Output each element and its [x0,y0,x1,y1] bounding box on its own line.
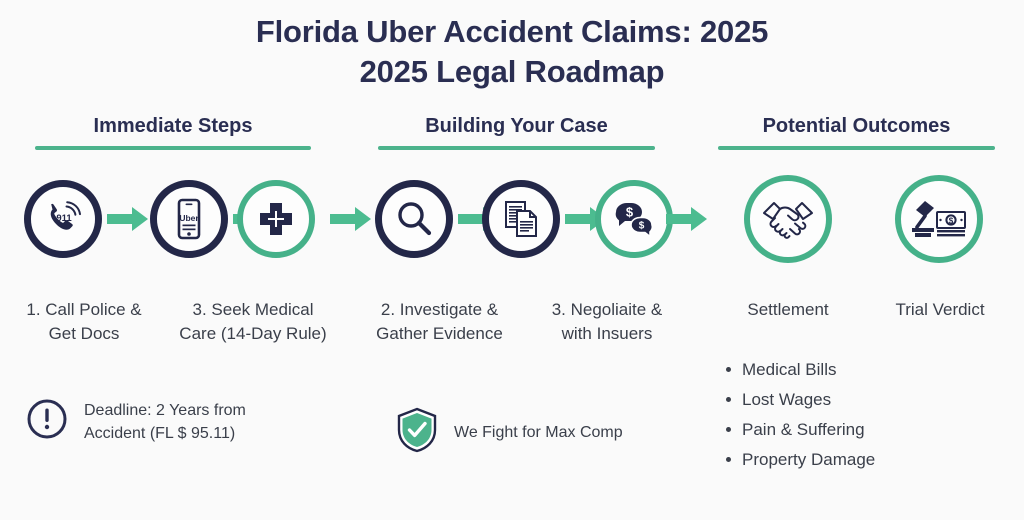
flow-node-gather-evidence[interactable] [482,180,560,258]
svg-text:$: $ [949,217,954,226]
section-underline [35,146,311,150]
bullet-label: Medical Bills [742,360,837,379]
list-item: Pain & Suffering [726,415,1006,445]
arrow-right-icon [666,207,707,231]
caption-line: Gather Evidence [376,324,503,343]
outcome-caption-trial-verdict: Trial Verdict [895,300,985,319]
deadline-line-1: Deadline: 2 Years from [84,401,246,419]
arrow-right-icon [107,207,148,231]
caption-line: 2. Investigate & [380,300,499,319]
flow-node-negotiate[interactable]: $ $ [595,180,673,258]
title-line-1: Florida Uber Accident Claims: 2025 [255,14,769,49]
flow-arrow-1 [107,206,149,232]
caption-line: Care (14-Day Rule) [179,324,327,343]
list-item: Medical Bills [726,355,1006,385]
deadline-note-text: Deadline: 2 Years from Accident (FL $ 95… [84,399,246,445]
svg-text:Uber: Uber [179,213,199,223]
svg-text:911: 911 [56,213,72,224]
svg-text:$: $ [626,205,634,220]
caption-line: Get Docs [48,324,120,343]
documents-icon [505,201,537,237]
section-header-building-your-case: Building Your Case [378,113,655,150]
handshake-icon [763,202,813,239]
svg-text:$: $ [639,221,645,232]
shield-check-icon [396,407,438,458]
section-header-label: Building Your Case [425,115,608,137]
medical-cross-icon [260,203,292,235]
promise-text: We Fight for Max Comp [454,424,623,441]
caption-line: 3. Seek Medical [192,300,314,319]
flow-node-trial-verdict[interactable]: $ [895,175,983,263]
deadline-note: Deadline: 2 Years from Accident (FL $ 95… [26,398,246,445]
bullet-dot-icon [726,366,731,372]
page-title: Florida Uber Accident Claims: 2025 2025 … [0,12,1024,92]
list-item: Lost Wages [726,385,1006,415]
section-header-label: Immediate Steps [93,115,253,137]
flow-node-settlement[interactable] [744,175,832,263]
promise-note-text: We Fight for Max Comp [454,421,623,444]
list-item: Property Damage [726,445,1006,475]
caption-line: 1. Call Police & [26,300,142,319]
exclamation-circle-icon [26,398,68,445]
section-underline [378,146,655,150]
step-caption-seek-medical: 3. Seek Medical Care (14-Day Rule) [163,298,343,346]
outcome-caption-settlement: Settlement [747,300,829,319]
bullet-label: Pain & Suffering [742,420,865,439]
bullet-dot-icon [726,396,731,402]
caption-line: with Insuers [561,324,653,343]
bullet-dot-icon [726,456,731,462]
money-chat-icon: $ $ [615,203,654,239]
bullet-label: Property Damage [742,450,876,469]
bullet-dot-icon [726,426,731,432]
deadline-line-2: Accident (FL $ 95.11) [84,424,236,442]
section-header-immediate-steps: Immediate Steps [35,113,311,150]
step-caption-call-police: 1. Call Police & Get Docs [4,298,164,346]
step-caption-investigate: 2. Investigate & Gather Evidence [352,298,527,346]
phone-911-icon: 911 [50,201,81,230]
bullet-label: Lost Wages [742,390,832,409]
flow-node-seek-medical[interactable] [237,180,315,258]
section-header-potential-outcomes: Potential Outcomes [718,113,995,150]
section-underline [718,146,995,150]
gavel-money-icon: $ [912,201,966,237]
flow-arrow-6 [666,206,708,232]
section-header-label: Potential Outcomes [762,115,951,137]
flow-node-call-police[interactable]: 911 [24,180,102,258]
flow-node-investigate[interactable] [375,180,453,258]
step-caption-negotiate: 3. Negoliaite & with Insuers [527,298,687,346]
magnifier-icon [398,202,432,236]
title-line-2: 2025 Legal Roadmap [359,54,665,89]
arrow-right-icon [330,207,371,231]
process-flow-row: 911 Uber [0,175,1024,276]
promise-note: We Fight for Max Comp [396,407,623,458]
damages-bullet-list: Medical Bills Lost Wages Pain & Sufferin… [726,355,1006,475]
flow-node-uber-app[interactable]: Uber [150,180,228,258]
uber-phone-icon: Uber [177,198,201,240]
caption-line: 3. Negoliaite & [551,300,663,319]
flow-arrow-3 [330,206,372,232]
